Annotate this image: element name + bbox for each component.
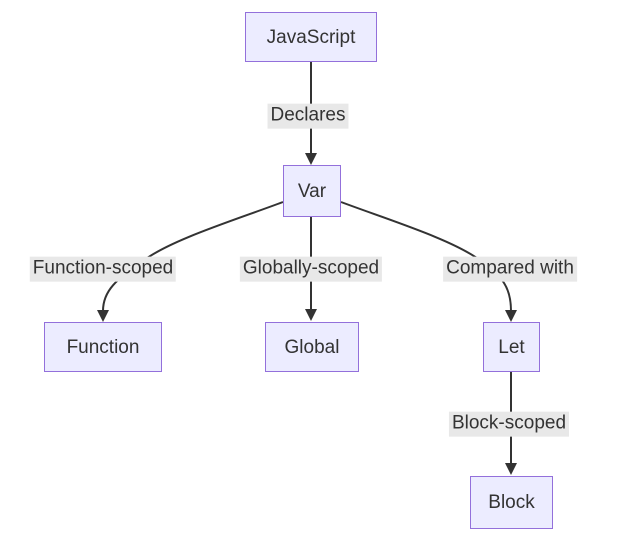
edge-label-function-scoped: Function-scoped: [29, 256, 177, 282]
node-label: JavaScript: [266, 26, 356, 48]
node-global: Global: [265, 322, 359, 372]
node-let: Let: [483, 322, 540, 372]
edge-label-compared-with: Compared with: [443, 256, 577, 282]
node-label: Var: [297, 180, 327, 202]
node-label: Global: [284, 336, 340, 358]
node-label: Block: [488, 492, 535, 513]
edge-label-text: Globally-scoped: [242, 257, 380, 279]
edge-var-function: [97, 201, 284, 322]
edge-var-let: [340, 201, 517, 322]
node-block: Block: [470, 476, 553, 529]
edge-label-text: Compared with: [446, 257, 574, 279]
node-function: Function: [44, 322, 162, 372]
edge-label-declares: Declares: [267, 103, 349, 129]
edge-label-block-scoped: Block-scoped: [448, 411, 570, 437]
node-var: Var: [283, 165, 341, 217]
edge-label-text: Block-scoped: [451, 412, 567, 434]
node-javascript: JavaScript: [245, 12, 377, 62]
edge-label-text: Declares: [270, 104, 346, 126]
node-label: Function: [66, 336, 140, 358]
node-label: Let: [498, 336, 525, 358]
edge-label-globally-scoped: Globally-scoped: [239, 256, 383, 282]
edge-label-text: Function-scoped: [32, 257, 174, 279]
